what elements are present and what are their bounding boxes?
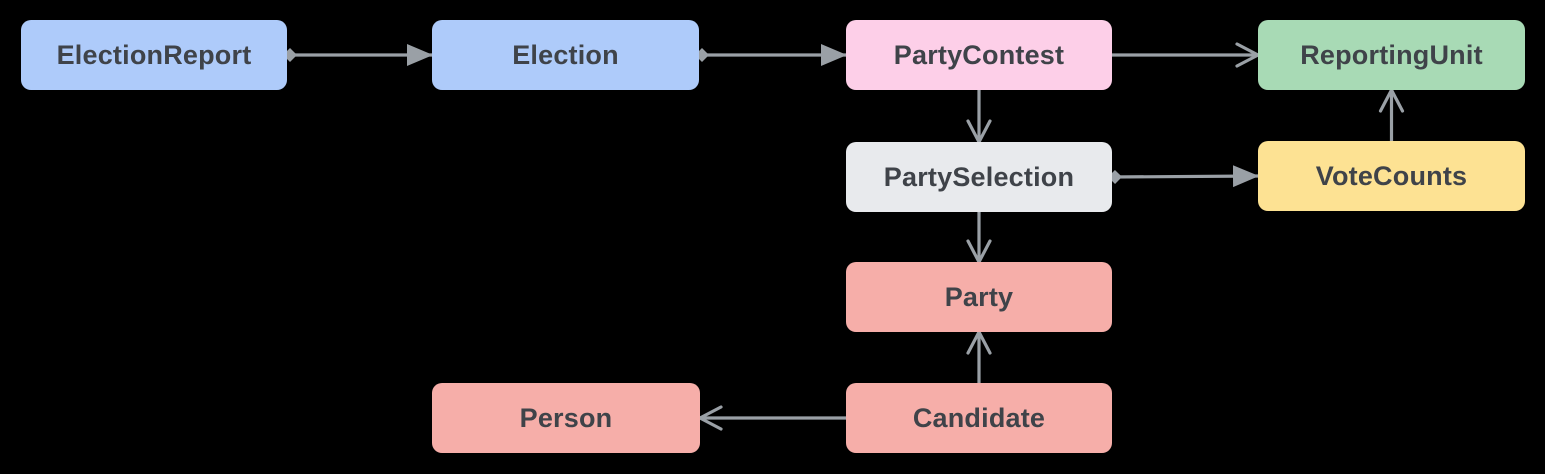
- node-election-report: ElectionReport: [21, 20, 287, 90]
- edge-party-selection-to-vote-counts: [1108, 165, 1259, 188]
- node-person: Person: [432, 383, 700, 453]
- node-vote-counts: VoteCounts: [1258, 141, 1525, 211]
- node-label-party-selection: PartySelection: [883, 161, 1075, 192]
- node-party-selection: PartySelection: [846, 142, 1112, 212]
- node-label-election: Election: [512, 39, 619, 70]
- node-label-reporting-unit: ReportingUnit: [1300, 39, 1483, 70]
- node-reporting-unit: ReportingUnit: [1258, 20, 1525, 90]
- node-party-contest: PartyContest: [846, 20, 1112, 90]
- node-candidate: Candidate: [846, 383, 1112, 453]
- node-party: Party: [846, 262, 1112, 332]
- node-election: Election: [432, 20, 699, 90]
- node-label-vote-counts: VoteCounts: [1315, 160, 1468, 191]
- node-label-party-contest: PartyContest: [893, 39, 1065, 70]
- node-label-party: Party: [944, 281, 1014, 312]
- node-label-person: Person: [519, 402, 613, 433]
- node-label-candidate: Candidate: [912, 402, 1046, 433]
- node-label-election-report: ElectionReport: [56, 39, 252, 70]
